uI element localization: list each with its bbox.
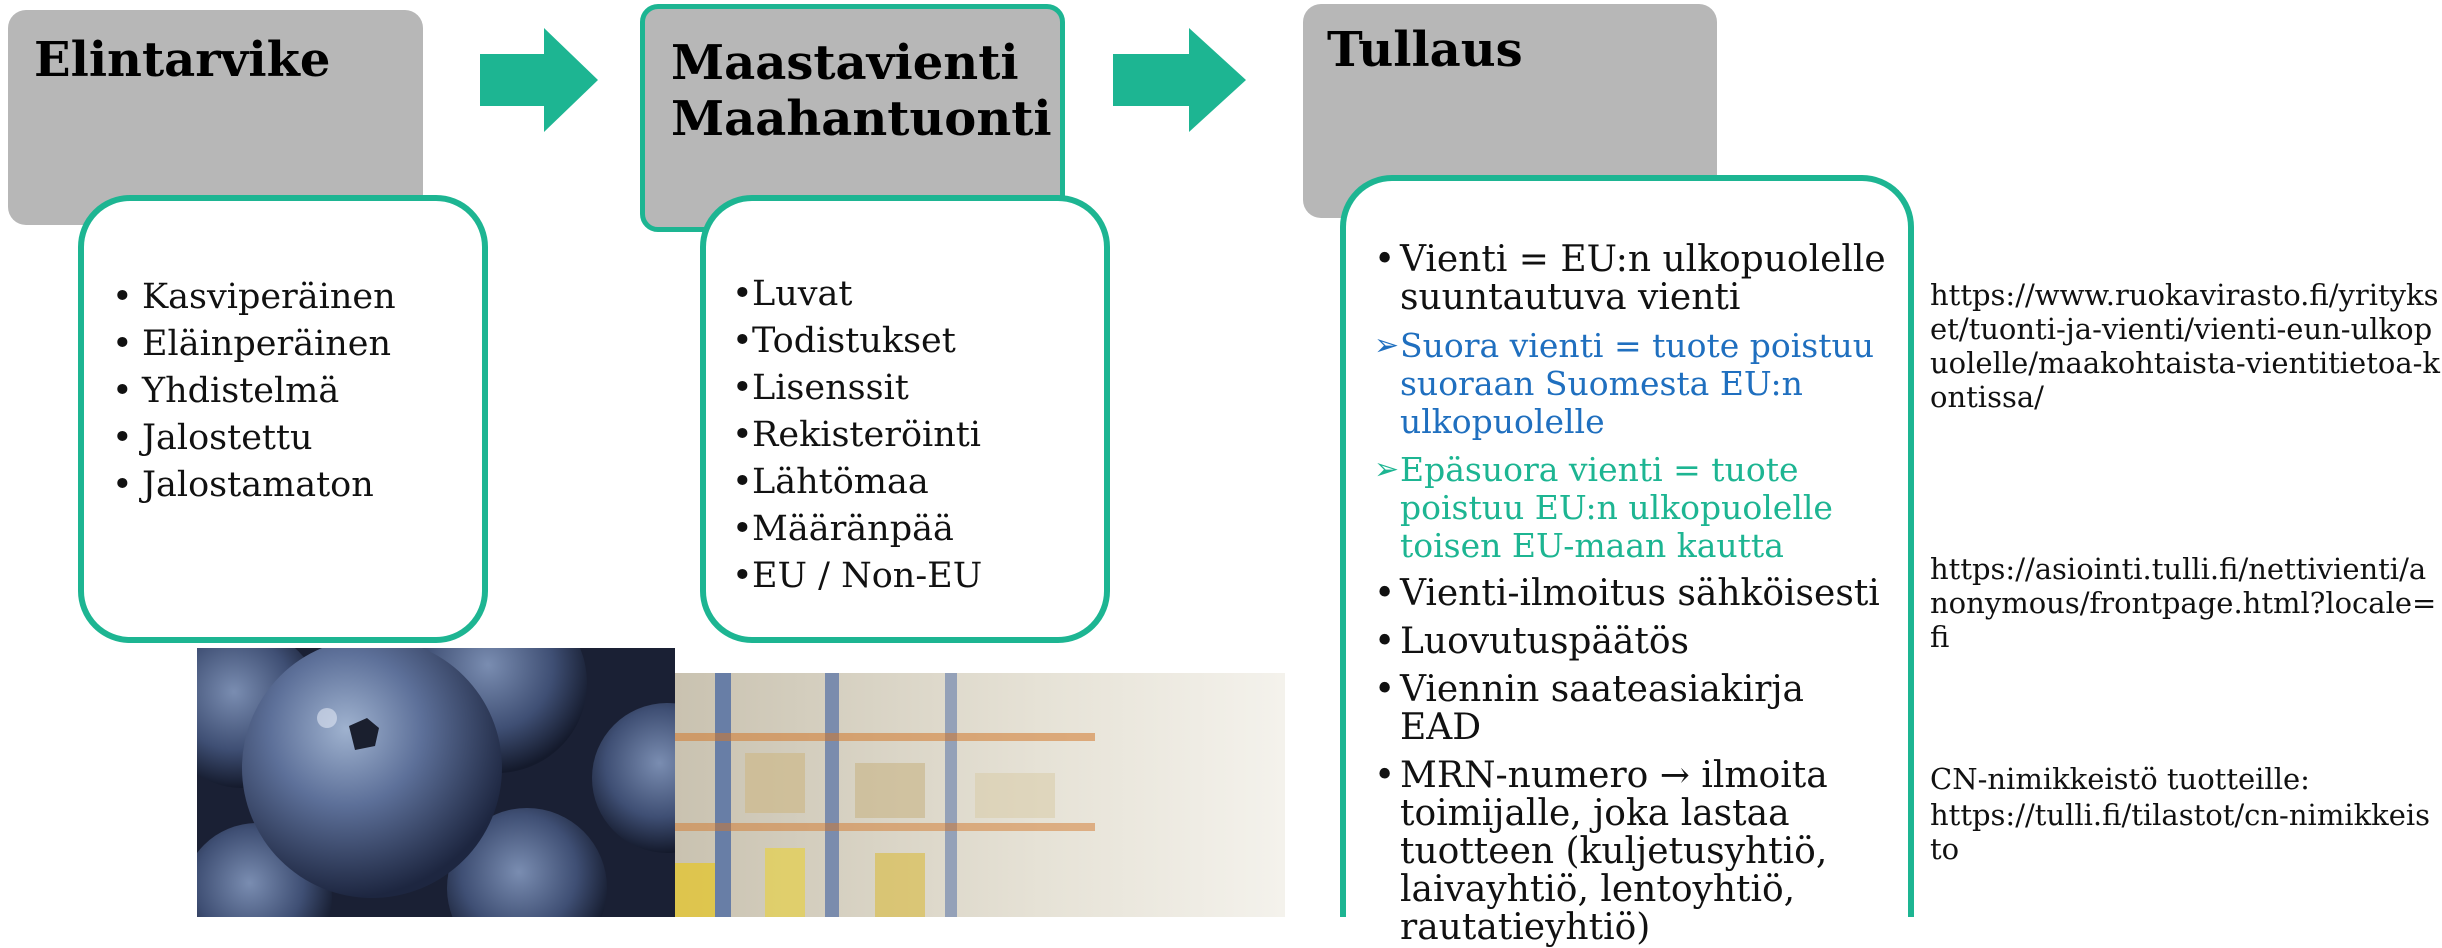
link-ruokavirasto[interactable]: https://www.ruokavirasto.fi/yritykset/tu… bbox=[1930, 278, 2440, 414]
step3-subitem-direct: Suora vienti = tuote poistuu suoraan Suo… bbox=[1374, 327, 1886, 441]
step3-item: MRN-numero → ilmoita toimijalle, joka la… bbox=[1374, 757, 1886, 947]
step3-item: Vienti = EU:n ulkopuolelle suuntautuva v… bbox=[1374, 241, 1886, 317]
step1-item: Jalostamaton bbox=[112, 462, 482, 509]
step2-title-line2: Maahantuonti bbox=[671, 91, 1052, 147]
warehouse-photo bbox=[675, 673, 1285, 917]
step2-item: EU / Non-EU bbox=[732, 553, 1104, 600]
step2-content-box: Luvat Todistukset Lisenssit Rekisteröint… bbox=[700, 195, 1110, 643]
step2-item: Todistukset bbox=[732, 318, 1104, 365]
step1-item: Eläinperäinen bbox=[112, 321, 482, 368]
arrow-right-icon bbox=[1113, 28, 1246, 132]
step3-item: Viennin saateasiakirja EAD bbox=[1374, 671, 1886, 747]
step1-title: Elintarvike bbox=[34, 32, 331, 88]
step3-title: Tullaus bbox=[1327, 22, 1523, 78]
step2-item: Lisenssit bbox=[732, 365, 1104, 412]
step2-item: Määränpää bbox=[732, 506, 1104, 553]
step3-item: Luovutuspäätös bbox=[1374, 623, 1886, 662]
step1-item: Kasviperäinen bbox=[112, 274, 482, 321]
step1-header: Elintarvike bbox=[8, 10, 423, 225]
blueberries-photo bbox=[197, 648, 675, 917]
step3-list: Vienti = EU:n ulkopuolelle suuntautuva v… bbox=[1374, 241, 1886, 947]
link-tulli-nettivienti[interactable]: https://asiointi.tulli.fi/nettivienti/an… bbox=[1930, 552, 2437, 654]
step3-item: Vienti-ilmoitus sähköisesti bbox=[1374, 575, 1886, 614]
step2-item: Lähtömaa bbox=[732, 459, 1104, 506]
step3-content-box: Vienti = EU:n ulkopuolelle suuntautuva v… bbox=[1340, 175, 1914, 947]
arrow-right-icon bbox=[480, 28, 598, 132]
cn-label: CN-nimikkeistö tuotteille: bbox=[1930, 762, 2310, 796]
step3-subitem-indirect: Epäsuora vienti = tuote poistuu EU:n ulk… bbox=[1374, 451, 1886, 565]
step2-header: Maastavienti Maahantuonti bbox=[640, 4, 1065, 232]
step2-item: Rekisteröinti bbox=[732, 412, 1104, 459]
step2-item: Luvat bbox=[732, 271, 1104, 318]
step2-title-line1: Maastavienti bbox=[671, 35, 1019, 91]
step1-item: Jalostettu bbox=[112, 415, 482, 462]
step1-content-box: Kasviperäinen Eläinperäinen Yhdistelmä J… bbox=[78, 195, 488, 643]
link-cn-nimikkeisto[interactable]: https://tulli.fi/tilastot/cn-nimikkeisto bbox=[1930, 798, 2431, 866]
step1-item: Yhdistelmä bbox=[112, 368, 482, 415]
step1-list: Kasviperäinen Eläinperäinen Yhdistelmä J… bbox=[112, 274, 482, 509]
step2-list: Luvat Todistukset Lisenssit Rekisteröint… bbox=[732, 271, 1104, 600]
